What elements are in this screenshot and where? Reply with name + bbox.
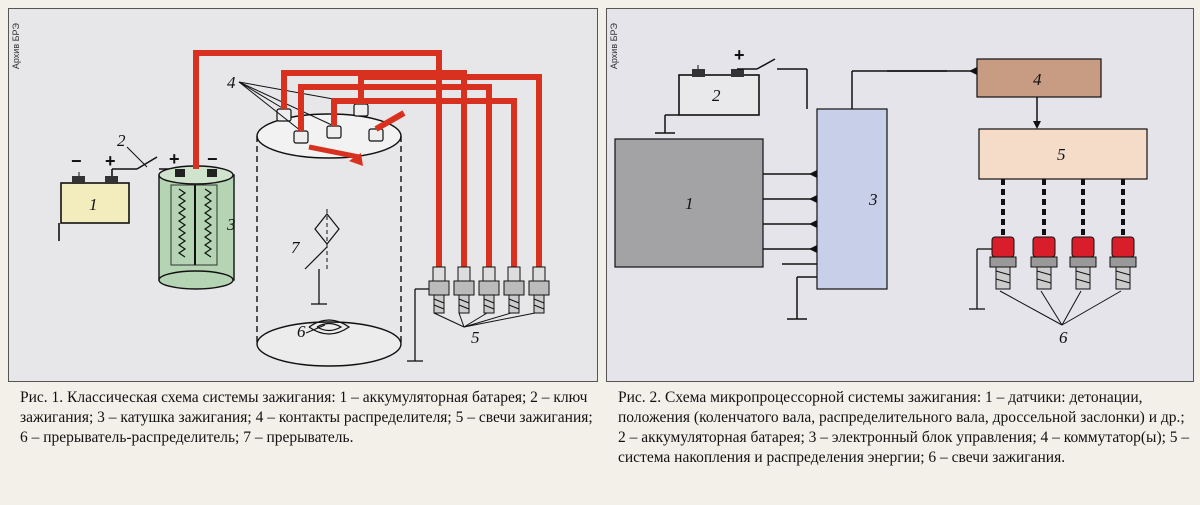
label-4: 4 (227, 73, 236, 92)
figure-2-panel: Архив БРЭ 2 + 1 (606, 8, 1194, 382)
figure-1-caption: Рис. 1. Классическая схема системы зажиг… (20, 389, 593, 446)
label-5: 5 (1057, 145, 1066, 164)
label-6: 6 (1059, 328, 1068, 347)
battery: 2 + (655, 45, 808, 134)
battery-plus-sign: + (105, 151, 116, 171)
figure-2-caption: Рис. 2. Схема микропроцессорной системы … (618, 389, 1190, 466)
label-7: 7 (291, 238, 301, 257)
label-3: 3 (226, 215, 236, 234)
label-2: 2 (117, 131, 126, 150)
label-1: 1 (89, 195, 98, 214)
microprocessor-ignition-diagram: 2 + 1 3 (614, 45, 1148, 347)
ignition-coil: + − 3 (158, 149, 236, 290)
ecu-block: 3 (782, 70, 947, 320)
rotor-arrow-icon (349, 153, 363, 166)
classic-ignition-diagram: − + 1 2 + − 3 (58, 50, 550, 367)
figure-1-panel: Архив БРЭ − + 1 2 (8, 8, 598, 382)
battery-plus-sign: + (734, 45, 745, 65)
spark-plugs: 5 (407, 266, 550, 362)
label-4: 4 (1033, 70, 1042, 89)
sensors-block: 1 (614, 138, 817, 268)
energy-storage-block: 5 (978, 128, 1148, 237)
label-6: 6 (297, 322, 306, 341)
battery-minus-sign: − (71, 151, 82, 171)
label-1: 1 (685, 194, 694, 213)
label-3: 3 (868, 190, 878, 209)
commutator-block: 4 (887, 58, 1102, 129)
coil-plus-sign: + (169, 149, 180, 169)
battery: − + 1 (58, 151, 130, 241)
high-voltage-wires (193, 50, 542, 267)
coil-minus-sign: − (207, 149, 218, 169)
label-5: 5 (471, 328, 480, 347)
distributor: 7 6 4 (227, 73, 402, 367)
spark-plugs: 6 (969, 236, 1137, 347)
label-2: 2 (712, 86, 721, 105)
